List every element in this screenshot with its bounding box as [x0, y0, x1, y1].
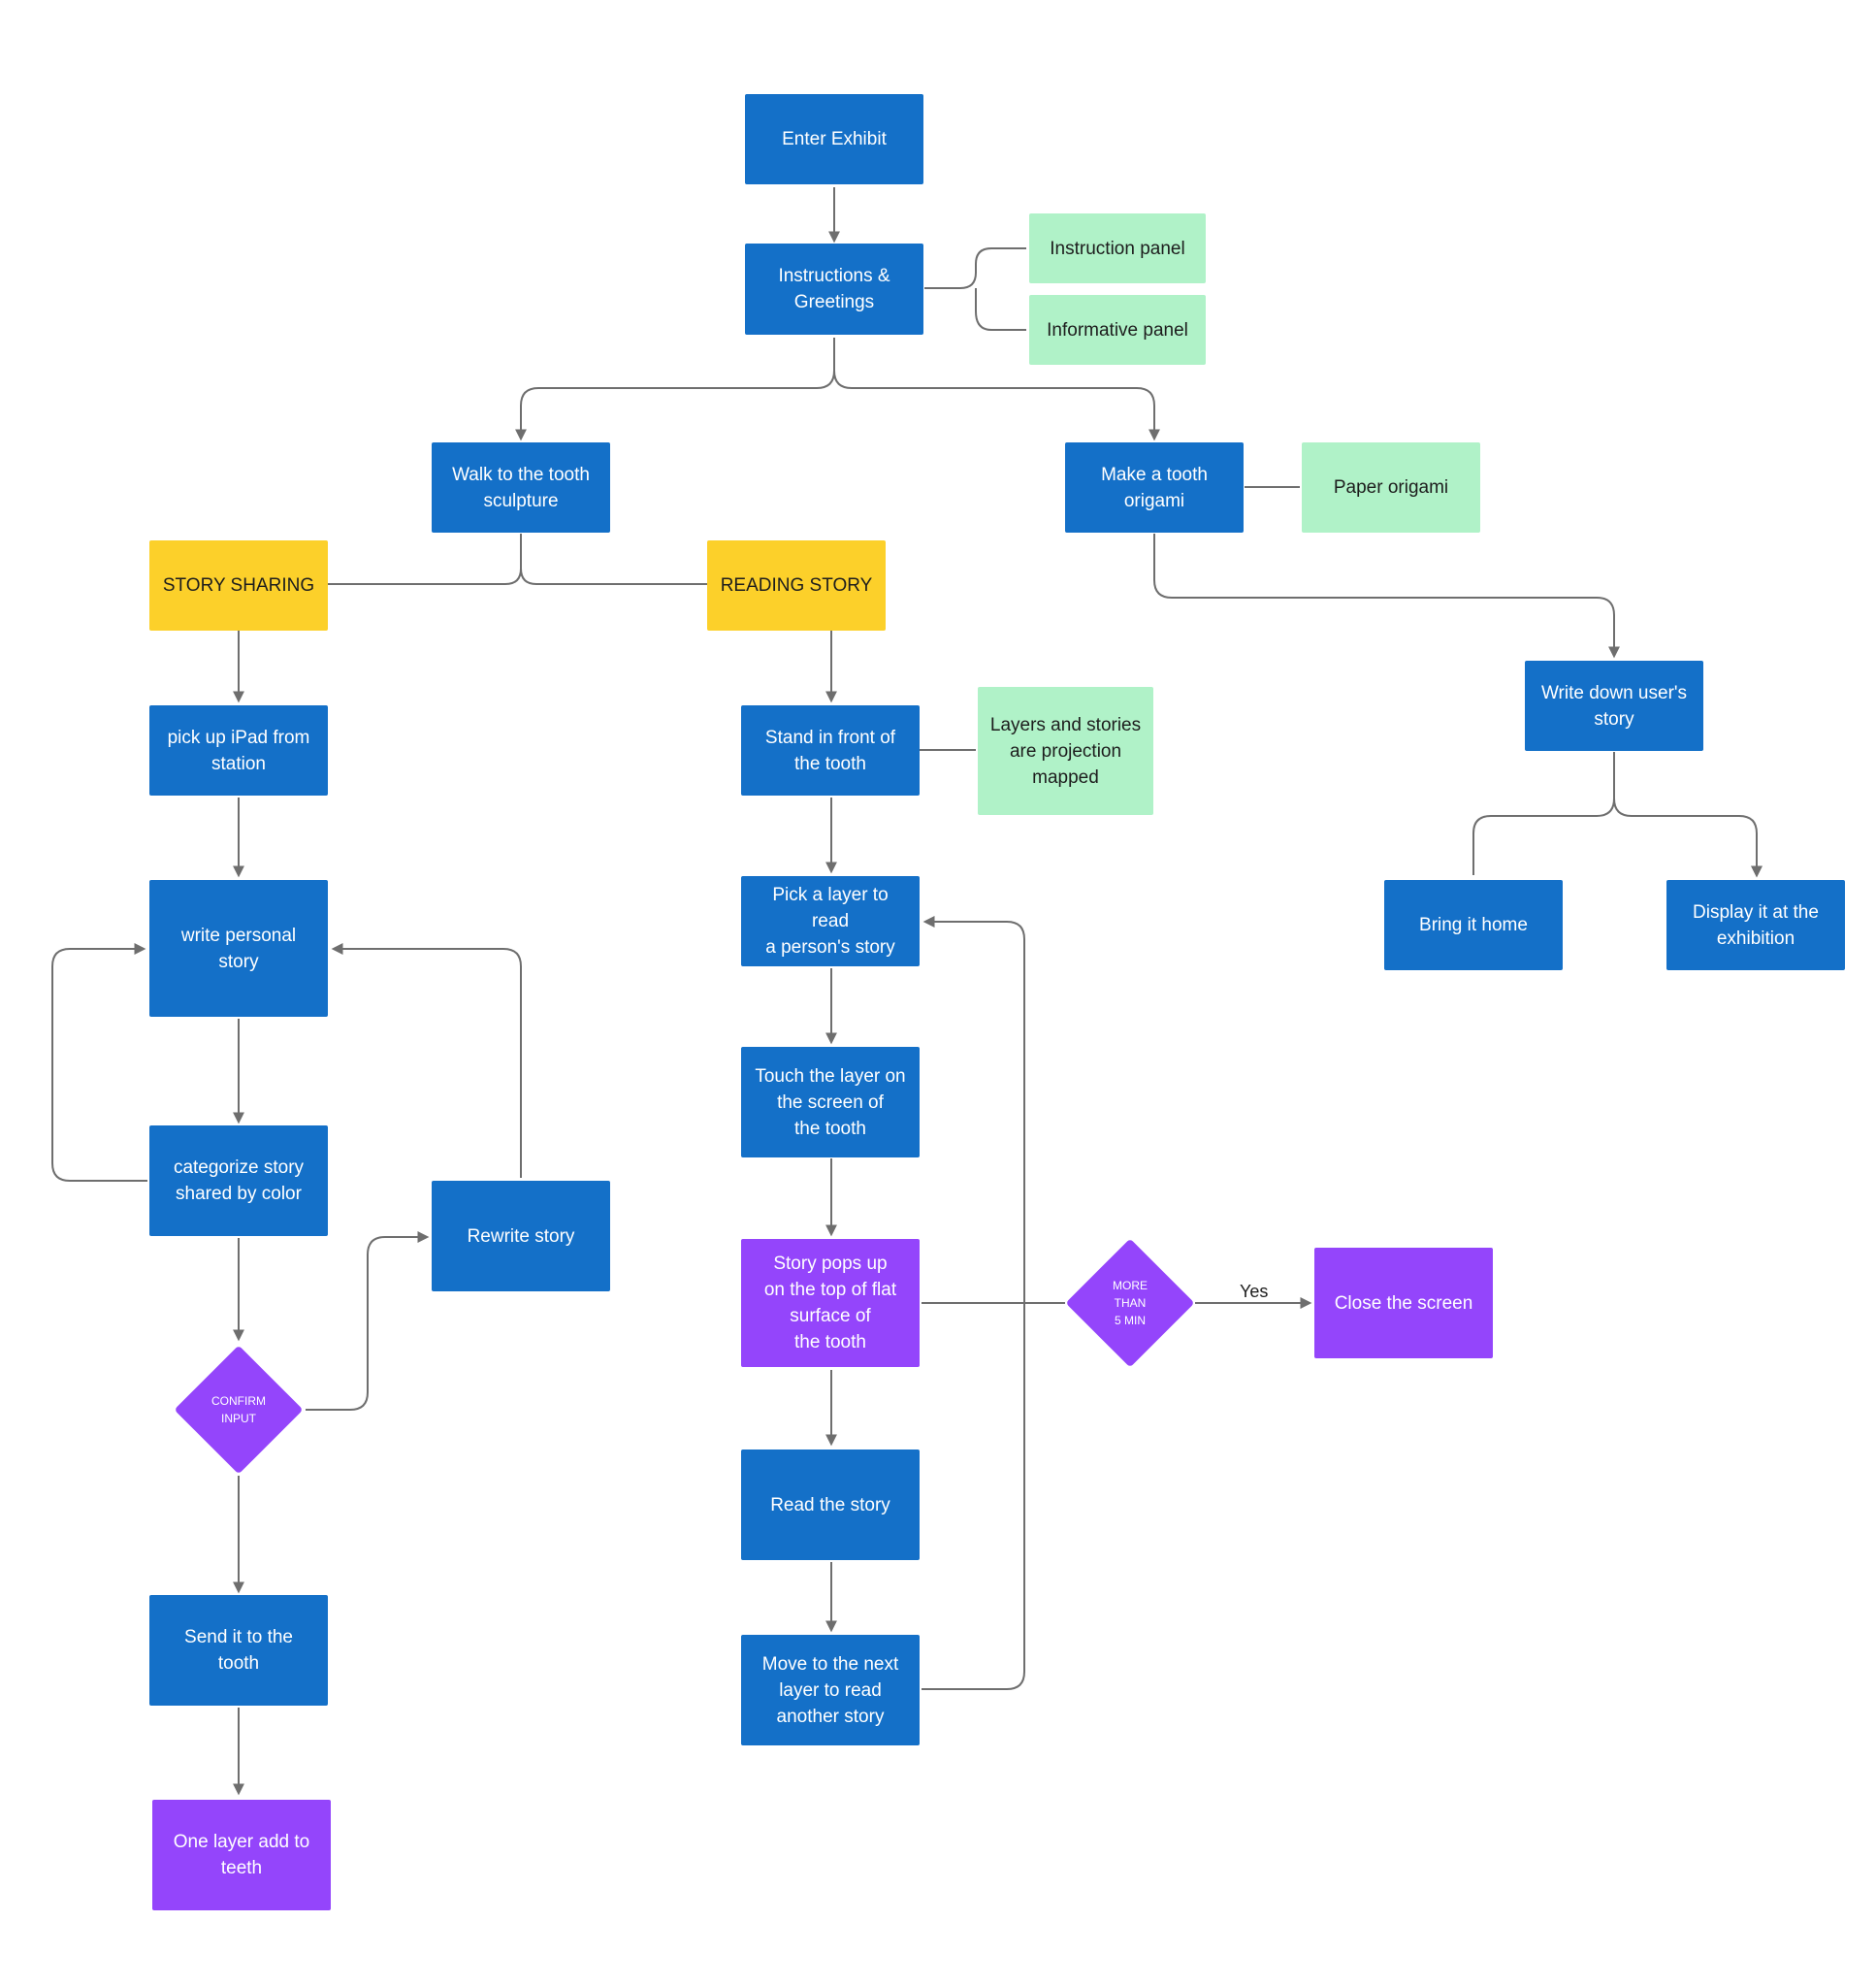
decision-more-than-5min-label: MORE THAN 5 MIN — [1113, 1279, 1148, 1327]
node-display-exhibition[interactable]: Display it at the exhibition — [1666, 880, 1845, 970]
node-instruction-panel[interactable]: Instruction panel — [1029, 213, 1206, 283]
edge-instructions-to-panels — [924, 247, 1026, 331]
node-enter-exhibit[interactable]: Enter Exhibit — [745, 94, 923, 184]
decision-confirm-input-label: CONFIRM INPUT — [211, 1394, 266, 1425]
node-pick-up-ipad[interactable]: pick up iPad from station — [149, 705, 328, 796]
node-paper-origami[interactable]: Paper origami — [1302, 442, 1480, 533]
edge-instructions-to-walk — [515, 338, 835, 441]
node-one-layer-add[interactable]: One layer add to teeth — [152, 1800, 331, 1910]
node-pick-layer[interactable]: Pick a layer to read a person's story — [741, 876, 920, 966]
node-make-origami[interactable]: Make a tooth origami — [1065, 442, 1244, 533]
node-read-story[interactable]: Read the story — [741, 1450, 920, 1560]
node-move-next-layer[interactable]: Move to the next layer to read another s… — [741, 1635, 920, 1745]
edge-instructions-to-origami — [833, 370, 1160, 441]
node-close-screen[interactable]: Close the screen — [1314, 1248, 1493, 1358]
node-write-personal-story[interactable]: write personal story — [149, 880, 328, 1017]
node-layers-projection[interactable]: Layers and stories are projection mapped — [978, 687, 1153, 815]
node-informative-panel[interactable]: Informative panel — [1029, 295, 1206, 365]
edge-origami-to-writedown — [1153, 534, 1620, 659]
node-send-to-tooth[interactable]: Send it to the tooth — [149, 1595, 328, 1706]
edge-label-yes: Yes — [1240, 1282, 1269, 1301]
node-stand-in-front[interactable]: Stand in front of the tooth — [741, 705, 920, 796]
edge-confirm-to-rewrite — [306, 1231, 430, 1411]
node-bring-home[interactable]: Bring it home — [1384, 880, 1563, 970]
edge-rewrite-to-write — [331, 943, 522, 1178]
node-story-sharing[interactable]: STORY SHARING — [149, 540, 328, 631]
node-touch-layer[interactable]: Touch the layer on the screen of the too… — [741, 1047, 920, 1157]
node-story-pops-up[interactable]: Story pops up on the top of flat surface… — [741, 1239, 920, 1367]
node-rewrite-story[interactable]: Rewrite story — [432, 1181, 610, 1291]
node-reading-story[interactable]: READING STORY — [707, 540, 886, 631]
edge-categorize-loop — [51, 943, 147, 1182]
edge-move-to-pick — [922, 916, 1025, 1690]
node-instructions-greetings[interactable]: Instructions & Greetings — [745, 244, 923, 335]
node-categorize-story[interactable]: categorize story shared by color — [149, 1125, 328, 1236]
node-walk-to-tooth[interactable]: Walk to the tooth sculpture — [432, 442, 610, 533]
edge-writedown-to-branches — [1472, 752, 1757, 875]
edge-walk-to-tracks — [328, 534, 707, 585]
node-write-down-story[interactable]: Write down user's story — [1525, 661, 1703, 751]
